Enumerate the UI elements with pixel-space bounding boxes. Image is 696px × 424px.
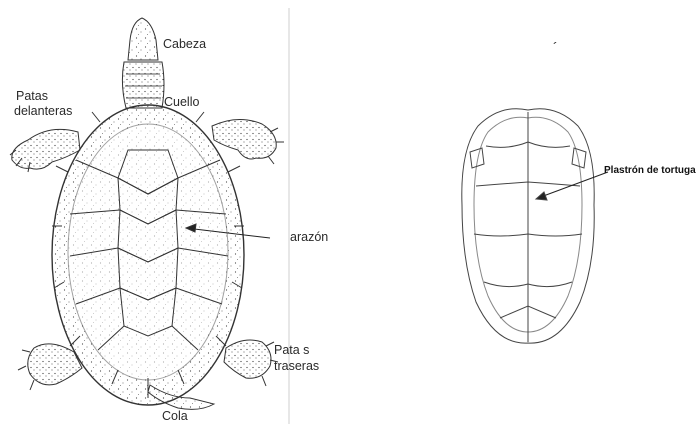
label-front-legs-line2: delanteras bbox=[14, 104, 72, 119]
stray-mark: ´ bbox=[553, 40, 558, 55]
label-neck: Cuello bbox=[164, 95, 199, 110]
plastron-drawing bbox=[462, 109, 608, 343]
label-back-legs-line2: traseras bbox=[274, 359, 319, 374]
label-plastron: Plastrón de tortuga bbox=[604, 163, 696, 178]
head-shape bbox=[128, 18, 158, 60]
label-tail: Cola bbox=[162, 409, 188, 424]
label-front-legs-line1: Patas bbox=[16, 89, 48, 104]
front-left-leg bbox=[12, 129, 80, 169]
front-right-leg bbox=[212, 119, 276, 159]
back-right-leg bbox=[224, 340, 271, 378]
turtle-drawing bbox=[10, 18, 284, 409]
label-back-legs-line1: Pata s bbox=[274, 343, 309, 358]
neck-shape bbox=[122, 62, 164, 108]
label-carapace: arazón bbox=[290, 230, 328, 245]
label-head: Cabeza bbox=[163, 37, 206, 52]
